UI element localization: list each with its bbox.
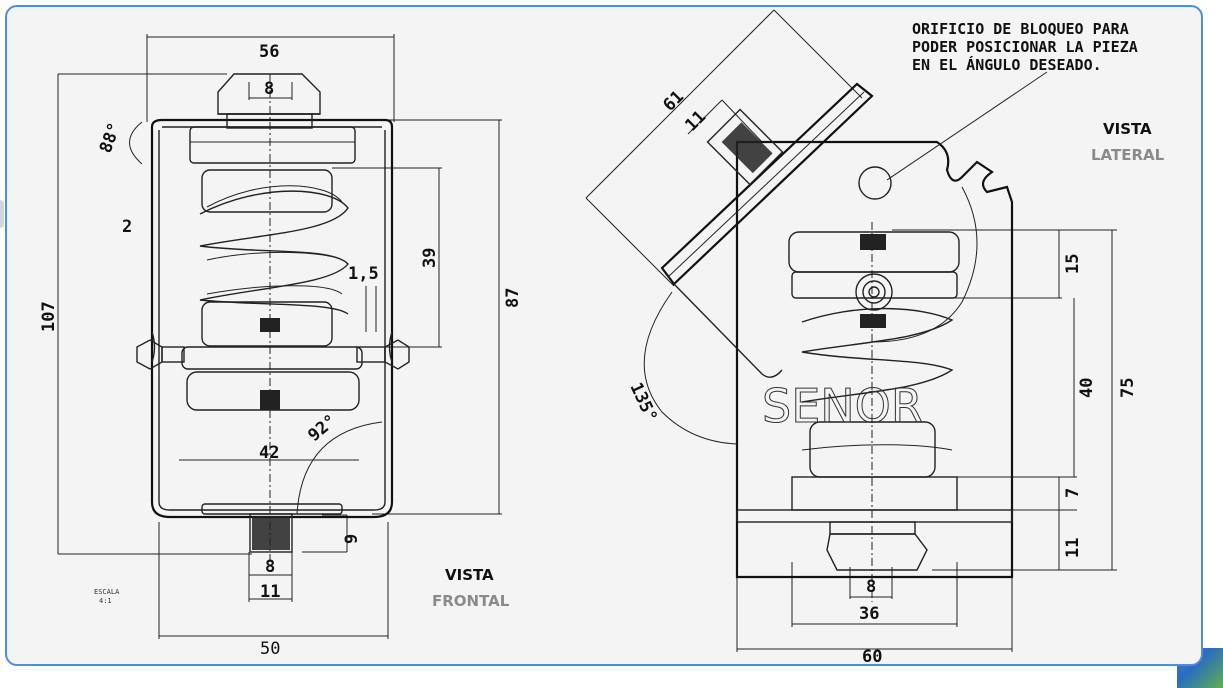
dim-side-diag-stud: 11	[681, 107, 710, 136]
dim-front-angle-88: 88°	[96, 120, 125, 156]
dim-side-15: 15	[1063, 254, 1083, 274]
dim-side-cap: 8	[866, 577, 876, 597]
dim-front-top-width: 56	[259, 42, 279, 62]
dim-front-inner-width: 42	[259, 443, 279, 463]
dim-side-7: 7	[1063, 488, 1083, 498]
dim-front-stud: 9	[342, 534, 362, 544]
drawing-panel: 56 8 88° 2 39 1,5 107 87 42 92° 9 8 11 5…	[5, 5, 1203, 666]
vista-lateral-word1: VISTA	[1103, 120, 1152, 138]
dim-front-thickness: 2	[122, 217, 132, 237]
side-view-geometry	[585, 9, 1117, 652]
dim-side-60: 60	[862, 647, 882, 666]
dim-front-body: 87	[503, 288, 523, 308]
dim-side-11: 11	[1063, 538, 1083, 558]
scale-label: ESCALA	[94, 588, 120, 596]
technical-drawing: 56 8 88° 2 39 1,5 107 87 42 92° 9 8 11 5…	[39, 9, 1165, 666]
note-line-3: EN EL ÁNGULO DESEADO.	[912, 55, 1102, 74]
dim-front-cap: 8	[264, 79, 274, 99]
scale-value: 4:1	[99, 597, 112, 605]
dim-front-gap: 1,5	[348, 264, 379, 284]
dim-side-diag: 61	[659, 87, 688, 116]
brand-watermark: SENOR	[762, 379, 923, 433]
dim-front-angle-92: 92°	[304, 411, 340, 446]
vista-frontal-word1: VISTA	[445, 566, 494, 584]
dim-front-stud-inner: 8	[265, 557, 275, 577]
vista-lateral-word2: LATERAL	[1091, 146, 1165, 164]
front-view-geometry	[57, 34, 502, 639]
dim-side-36: 36	[859, 604, 879, 624]
dim-front-base-width: 50	[260, 639, 280, 659]
dim-front-stud-outer: 11	[260, 582, 280, 602]
dim-side-75: 75	[1118, 378, 1138, 398]
note-line-2: PODER POSICIONAR LA PIEZA	[912, 38, 1138, 56]
dim-front-spring: 39	[420, 248, 440, 268]
vista-frontal-word2: FRONTAL	[432, 592, 510, 610]
note-line-1: ORIFICIO DE BLOQUEO PARA	[912, 20, 1129, 38]
dim-front-height: 107	[39, 301, 59, 332]
dim-side-40: 40	[1077, 378, 1097, 398]
left-edge-tab	[0, 200, 4, 228]
